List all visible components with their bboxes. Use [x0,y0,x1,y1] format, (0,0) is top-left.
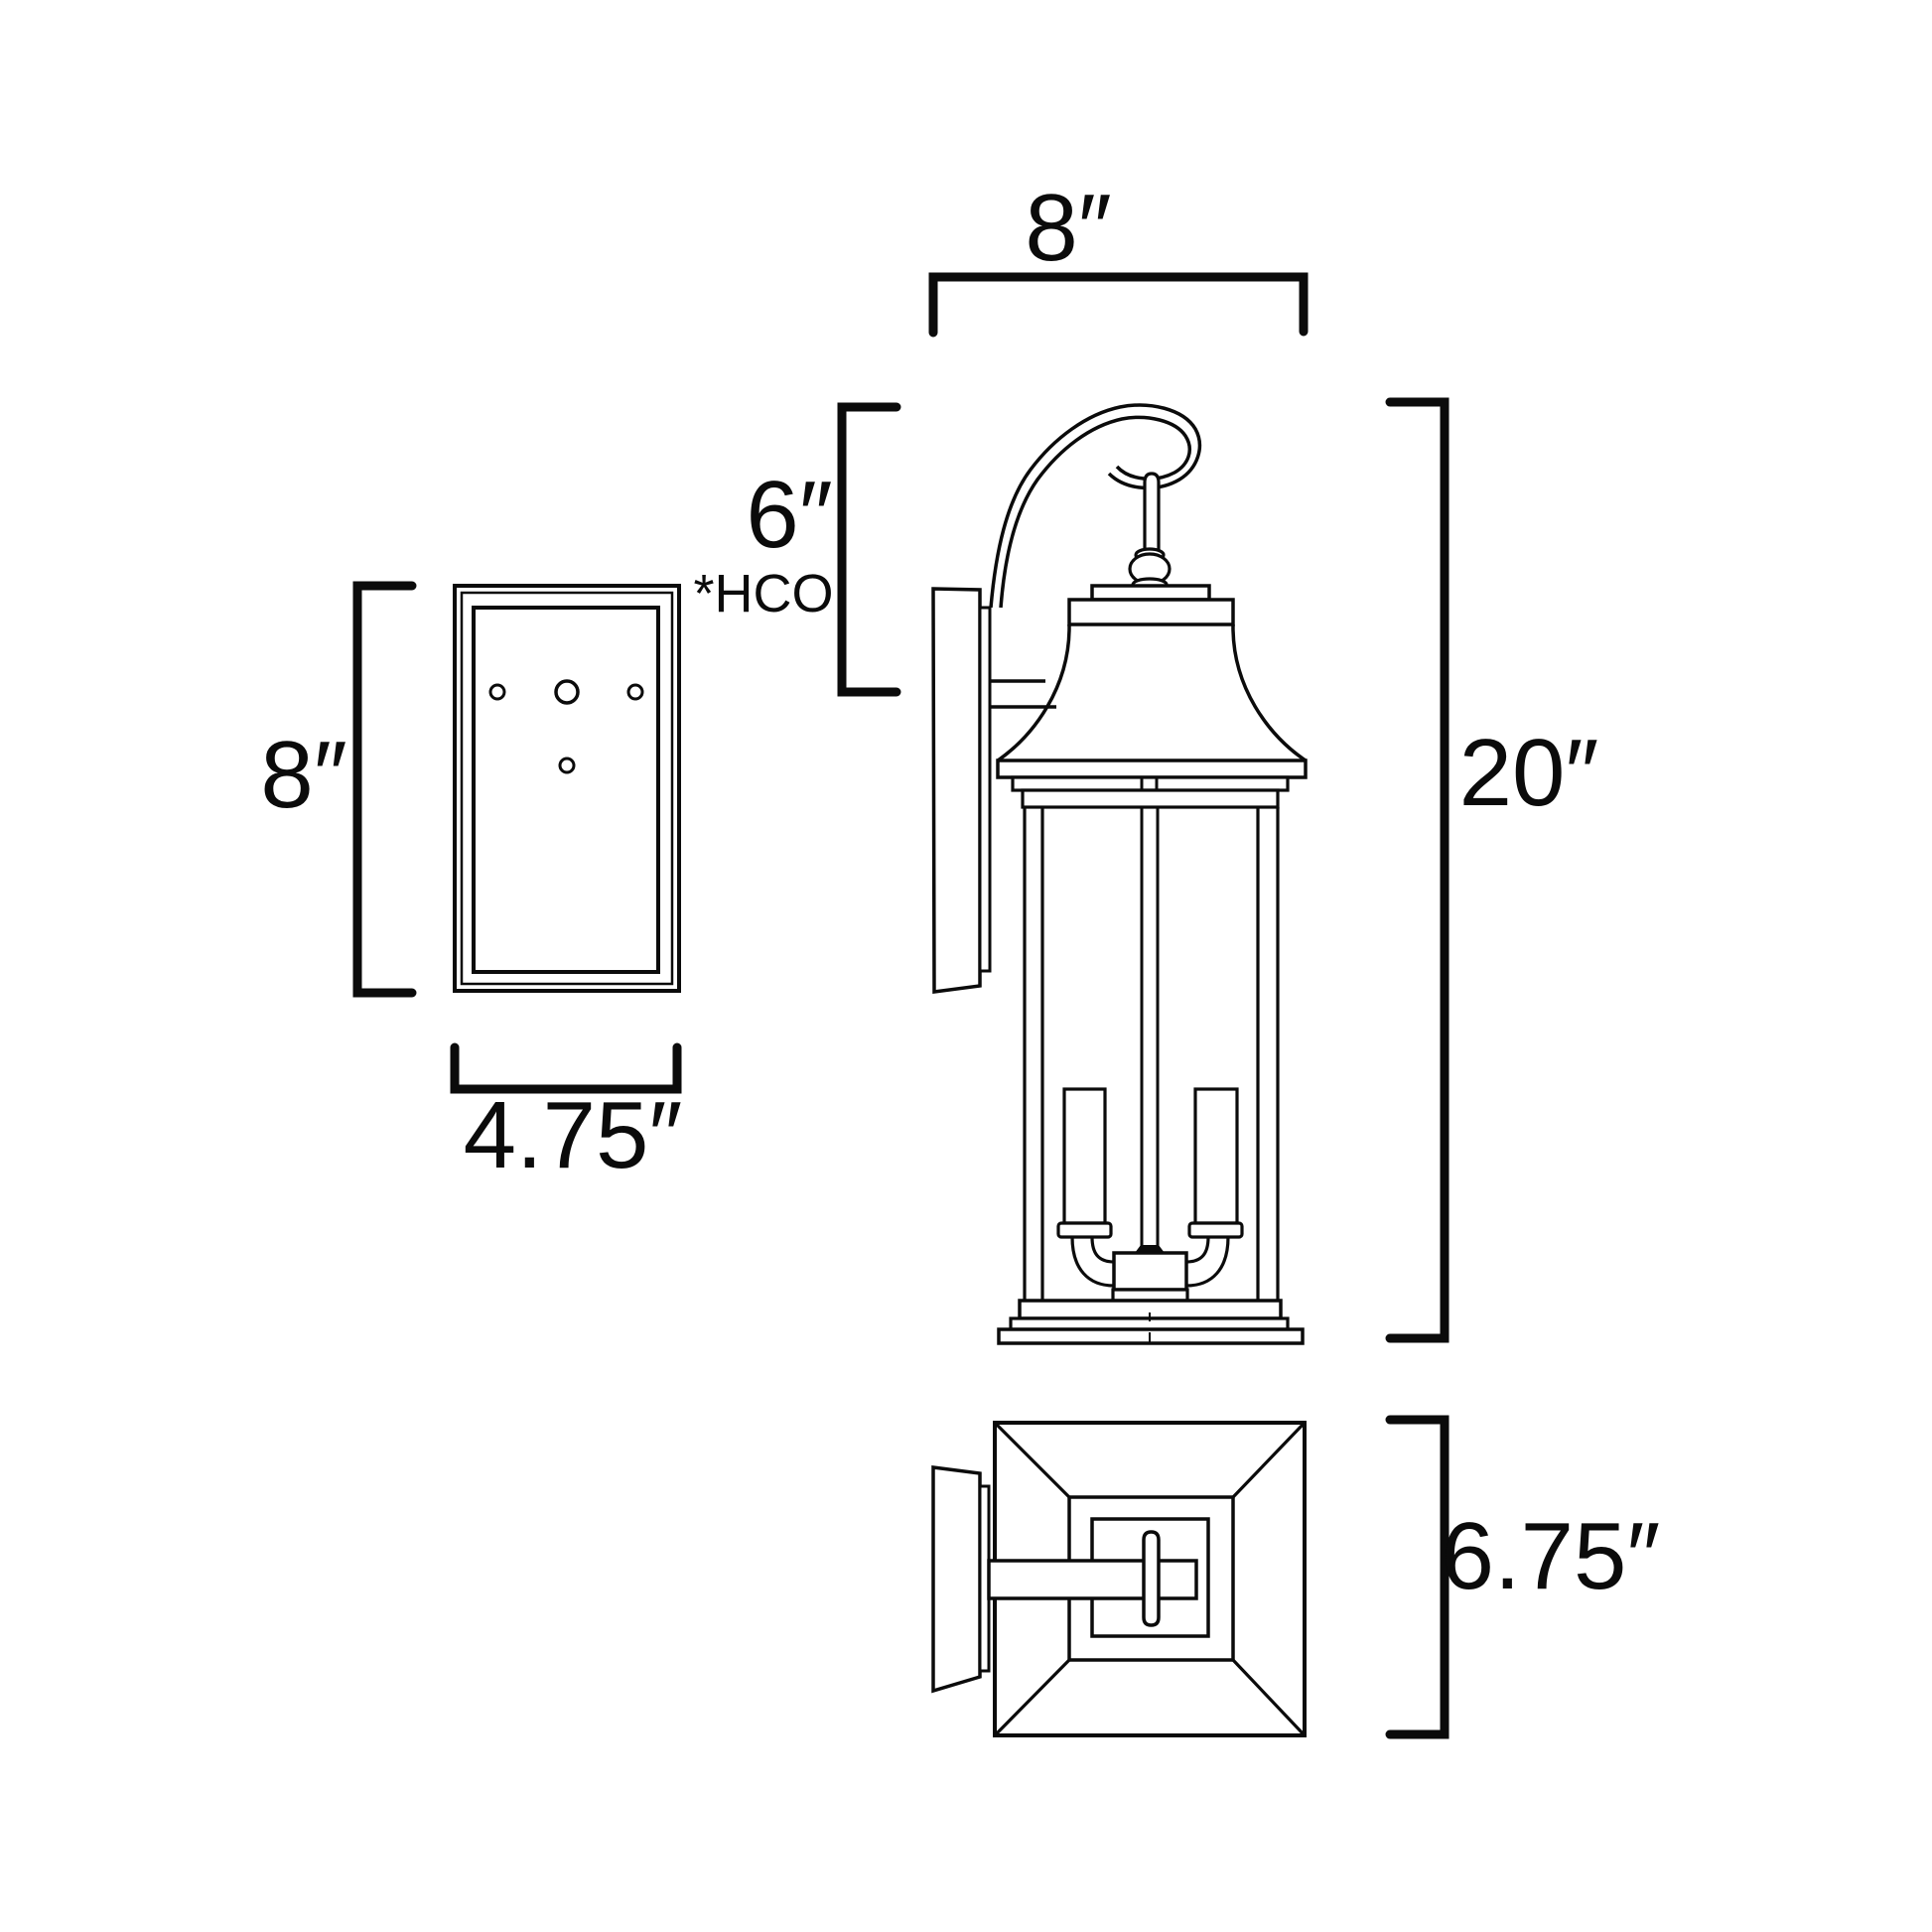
wall-plate-step [978,606,992,973]
cage-top-band [1021,788,1280,809]
support-arm [990,679,1056,709]
dimension-labels: 8″ 6″ *HCO 8″ 4.75″ 20″ 6.75″ [260,175,1660,1609]
mounting-hole [558,757,576,774]
candle-arm-left-inner [1090,1236,1115,1264]
dim-label-backplate-height: 8″ [260,722,346,828]
mounting-hole [488,683,506,701]
cap-top-plate [1090,584,1211,602]
backplate-outer-frame [453,584,681,993]
dim-label-hco-note: *HCO [693,564,833,623]
candle-arm-left-outer [1070,1236,1115,1288]
candle-left [1062,1087,1107,1225]
wall-plate-side [931,587,982,994]
mounting-hole [626,683,644,701]
lantern-side-view [931,403,1308,1345]
wall-plate-bottom [931,1465,982,1694]
roof-rim-step [1011,775,1290,792]
dim-label-bottom-depth: 6.75″ [1442,1503,1661,1609]
center-stem [1140,807,1160,1247]
hanger-rod [1143,472,1161,554]
candle-left-socket [1056,1221,1113,1239]
center-wire-hole [554,679,580,705]
dim-bracket-hco-height [837,402,901,697]
roof-rim [996,759,1308,779]
mounting-arm-bottom [987,1559,1198,1600]
backplate-inner-panel [472,606,660,974]
center-slot [1142,1530,1161,1627]
candle-right [1193,1087,1239,1225]
bell-roof-left-profile [997,623,1071,762]
cap-base-plate [1067,598,1235,626]
dim-label-overall-height: 20″ [1459,720,1599,826]
dim-bracket-backplate-height [352,581,417,998]
dim-bracket-projection-width [928,272,1309,338]
stem-base-flare [1135,1245,1165,1253]
dim-bracket-bottom-depth [1385,1415,1449,1739]
dimension-brackets [352,272,1449,1739]
dim-bracket-backplate-width [450,1042,682,1094]
roof-bevel-diagonals [993,1421,1307,1737]
backplate-front-view [453,584,681,993]
lantern-bottom-view [931,1421,1307,1737]
candle-right-socket [1187,1221,1244,1239]
bell-roof-right-profile [1231,623,1307,762]
dim-label-projection-width: 8″ [1025,175,1111,281]
dim-label-backplate-width: 4.75″ [464,1082,683,1188]
candle-arm-right-outer [1185,1236,1230,1288]
scroll-arm-inner-curve [999,415,1191,609]
candle-arm-right-inner [1185,1236,1210,1264]
scroll-arm-outer-curve [989,403,1202,609]
dim-bracket-overall-height [1385,397,1449,1343]
dim-label-hco-height: 6″ [746,462,832,568]
rim-center-tab [1140,777,1159,790]
glass-cylinder-walls [1023,807,1280,1301]
socket-hub [1112,1251,1188,1292]
backplate-frame-edge [460,591,674,986]
